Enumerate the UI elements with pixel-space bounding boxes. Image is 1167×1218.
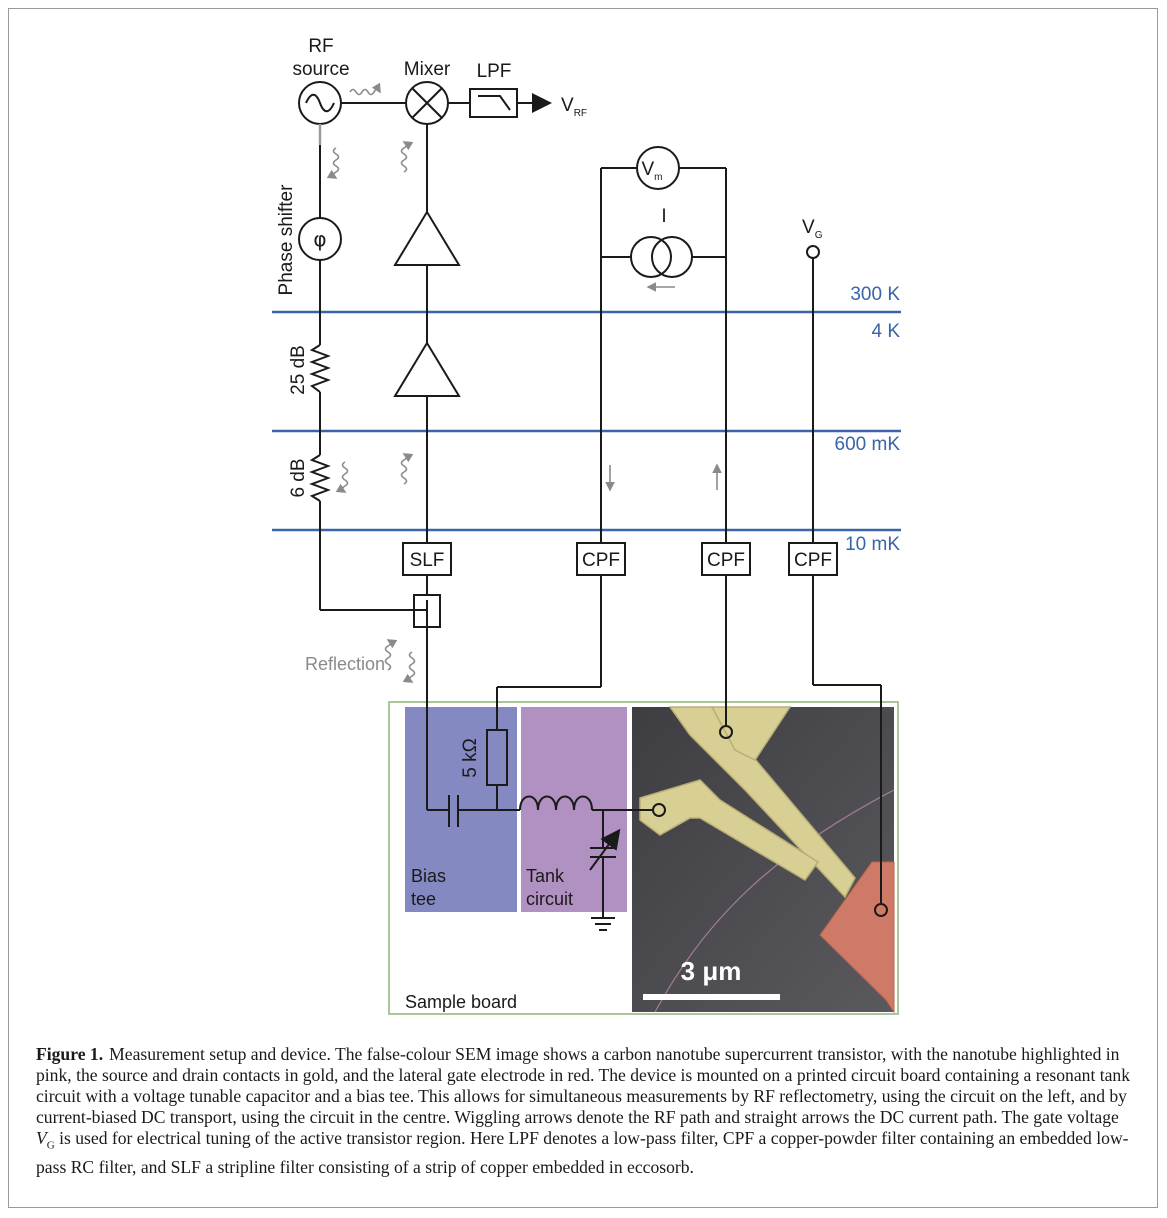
lpf-label: LPF: [477, 61, 512, 82]
attenuator-25db-label: 25 dB: [288, 345, 309, 395]
rf-source-label-2: source: [292, 59, 349, 80]
temp-10mk: 10 mK: [845, 534, 900, 555]
mixer-label: Mixer: [404, 59, 451, 80]
sample-board-label: Sample board: [405, 992, 517, 1012]
measurement-setup-diagram: 3 μm 300 K 4 K 600 mK 10 mK RF source Mi…: [272, 36, 901, 1015]
temperature-stages: 300 K 4 K 600 mK 10 mK: [272, 284, 901, 555]
rf-wiggle-arrow: [384, 639, 398, 671]
caption-vg-symbol: V: [36, 1128, 47, 1148]
vg-terminal: [806, 245, 820, 259]
temp-300k: 300 K: [850, 284, 900, 305]
rf-wiggle-arrow: [326, 147, 340, 179]
attenuator-6db-label: 6 dB: [288, 458, 309, 497]
caption-text-2: is used for electrical tuning of the act…: [36, 1128, 1129, 1177]
vg-label: VG: [802, 217, 823, 241]
bias-tee-label-1: Bias: [411, 866, 446, 886]
rf-source-label-1: RF: [308, 36, 333, 57]
gate-electrode: [819, 861, 895, 1014]
tank-circuit-label-1: Tank: [526, 866, 565, 886]
rf-wiggle-arrow: [402, 651, 416, 683]
phase-shifter: φ: [298, 217, 342, 261]
tank-circuit-label-2: circuit: [526, 889, 573, 909]
reflection-label: Reflection: [305, 654, 385, 674]
source-contact-node: [652, 803, 666, 817]
phi-symbol: φ: [313, 227, 326, 251]
rf-wiggle-arrow: [349, 82, 381, 96]
attenuator-25db: [309, 344, 331, 393]
amplifier-4k: [393, 341, 461, 397]
sine-icon: [305, 93, 335, 113]
vm-label: Vm: [641, 159, 662, 183]
rf-wiggle-arrow: [400, 453, 414, 485]
nanotube: [654, 789, 895, 1013]
rf-wiggle-arrow: [400, 141, 414, 173]
bias-tee-label-2: tee: [411, 889, 436, 909]
rf-wiggle-arrow: [335, 461, 349, 493]
scale-bar-label: 3 μm: [681, 956, 742, 986]
v-rf-label: VRF: [561, 95, 587, 119]
temp-600mk: 600 mK: [835, 434, 901, 455]
cpf-label-1: CPF: [582, 550, 620, 571]
rf-source: [298, 81, 342, 125]
gate-contact-node: [874, 903, 888, 917]
drain-contact-node: [719, 725, 733, 739]
attenuator-6db: [309, 454, 331, 502]
drain-contact-upper: [710, 706, 792, 761]
figure-caption: Figure 1.Measurement setup and device. T…: [36, 1044, 1136, 1178]
amplifier-300k: [393, 210, 461, 266]
figure-frame: [8, 8, 1158, 1208]
temp-4k: 4 K: [871, 321, 900, 342]
inductor: [519, 795, 593, 811]
cpf-label-2: CPF: [707, 550, 745, 571]
lpf-box: [469, 88, 518, 118]
cpf-label-3: CPF: [794, 550, 832, 571]
directional-coupler: [413, 594, 441, 628]
phase-shifter-label: Phase shifter: [276, 184, 297, 296]
resistor-5k-label: 5 kΩ: [460, 738, 481, 778]
mixer: [405, 81, 449, 125]
current-source: [630, 236, 672, 278]
current-label: I: [661, 206, 666, 227]
caption-figure-label: Figure 1.: [36, 1044, 104, 1064]
sample-board-outline: [388, 701, 899, 1015]
caption-vg-sub: G: [46, 1139, 55, 1152]
slf-label: SLF: [410, 550, 445, 571]
source-contact: [639, 779, 820, 881]
caption-text: Measurement setup and device. The false-…: [36, 1044, 1131, 1127]
sem-image: 3 μm: [632, 706, 895, 1014]
